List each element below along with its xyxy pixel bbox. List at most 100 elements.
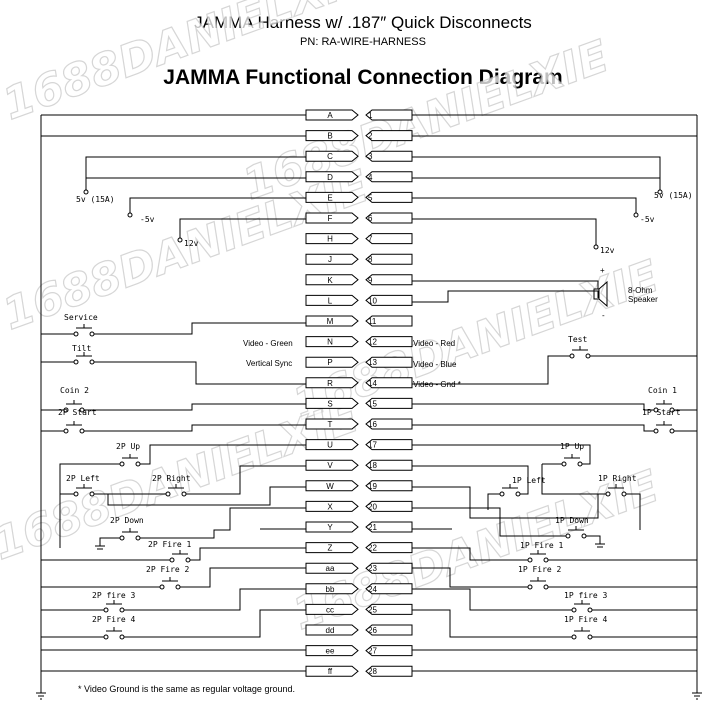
connector-pin-13: 13: [365, 356, 413, 368]
pin-label: Y: [327, 523, 333, 532]
connector-pin-ee: ee: [305, 645, 359, 657]
start2-label: 2P Start: [58, 408, 97, 417]
connector-pin-12: 12: [365, 336, 413, 348]
connector-pin-M: M: [305, 315, 359, 327]
pin-label: D: [327, 173, 333, 182]
connector-pin-26: 26: [365, 624, 413, 636]
pin-label: 27: [368, 647, 377, 656]
pin-label: 24: [368, 585, 377, 594]
left1-label: 1P Left: [512, 476, 546, 485]
connector-pin-V: V: [305, 459, 359, 471]
pin-label: M: [327, 317, 334, 326]
connector-pin-24: 24: [365, 583, 413, 595]
connector-pin-19: 19: [365, 480, 413, 492]
up2-label: 2P Up: [116, 442, 140, 451]
pin-label: aa: [326, 564, 335, 573]
label-5v-right: 5v (15A): [654, 191, 693, 200]
pin-label: 7: [368, 235, 373, 244]
connector-pin-W: W: [305, 480, 359, 492]
down2-label: 2P Down: [110, 516, 144, 525]
pin-label: bb: [326, 585, 335, 594]
pin-label: 11: [368, 317, 377, 326]
connector-pin-bb: bb: [305, 583, 359, 595]
pin-label: 14: [368, 379, 377, 388]
connector-pin-Y: Y: [305, 521, 359, 533]
watermark-text-3: 1688DANIELXIE: [0, 161, 375, 340]
pin-label: 8: [368, 255, 373, 264]
connector-pin-4: 4: [365, 171, 413, 183]
page-title: JAMMA Harness w/ .187″ Quick Disconnects: [194, 13, 532, 32]
fire2-1p-label: 1P Fire 2: [518, 565, 562, 574]
connector-pin-23: 23: [365, 562, 413, 574]
pin-label: P: [327, 358, 332, 367]
test-label: Test: [568, 335, 587, 344]
right1-label: 1P Right: [598, 474, 637, 483]
fire3-1p-label: 1P fire 3: [564, 591, 608, 600]
pin-label: 23: [368, 564, 377, 573]
speaker-label-2: Speaker: [628, 295, 658, 304]
pin-label: F: [328, 214, 333, 223]
video-red-label: Video - Red: [413, 339, 455, 348]
pin-label: ee: [326, 647, 335, 656]
connector-pin-6: 6: [365, 212, 413, 224]
pin-label: 4: [368, 173, 373, 182]
start1-label: 1P Start: [642, 408, 681, 417]
right-pin-column: 1234567891011121314151617181920212223242…: [365, 109, 413, 677]
pin-label: A: [327, 111, 333, 120]
connector-pin-B: B: [305, 130, 359, 142]
connector-pin-S: S: [305, 397, 359, 409]
connector-pin-15: 15: [365, 397, 413, 409]
connector-pin-22: 22: [365, 542, 413, 554]
connector-pin-L: L: [305, 294, 359, 306]
pin-label: U: [327, 441, 333, 450]
connector-pin-dd: dd: [305, 624, 359, 636]
connector-pin-C: C: [305, 150, 359, 162]
pin-label: B: [327, 132, 332, 141]
fire3-2p-label: 2P fire 3: [92, 591, 136, 600]
tilt-label: Tilt: [72, 344, 91, 353]
connector-pin-P: P: [305, 356, 359, 368]
connector-pin-J: J: [305, 253, 359, 265]
pin-label: 21: [368, 523, 377, 532]
connector-pin-9: 9: [365, 274, 413, 286]
part-number: PN: RA-WIRE-HARNESS: [300, 36, 426, 48]
pin-label: 26: [368, 626, 377, 635]
pin-label: 25: [368, 605, 377, 614]
connector-pin-X: X: [305, 500, 359, 512]
pin-label: 15: [368, 399, 377, 408]
connector-pin-28: 28: [365, 665, 413, 677]
up1-label: 1P Up: [560, 442, 584, 451]
pin-label: V: [327, 461, 333, 470]
connector-pin-3: 3: [365, 150, 413, 162]
connector-pin-T: T: [305, 418, 359, 430]
connector-pin-27: 27: [365, 645, 413, 657]
pin-label: dd: [326, 626, 335, 635]
connector-pin-U: U: [305, 439, 359, 451]
label-neg5v-left: -5v: [140, 215, 155, 224]
connector-pin-5: 5: [365, 191, 413, 203]
fire4-1p-label: 1P Fire 4: [564, 615, 608, 624]
connector-pin-1: 1: [365, 109, 413, 121]
pin-label: S: [327, 399, 332, 408]
pin-label: 13: [368, 358, 377, 367]
video-green-label: Video - Green: [243, 339, 293, 348]
pin-label: W: [326, 482, 334, 491]
connector-pin-R: R: [305, 377, 359, 389]
pin-label: 17: [368, 441, 377, 450]
connector-pin-20: 20: [365, 500, 413, 512]
pin-label: 16: [368, 420, 377, 429]
connector-pin-10: 10: [365, 294, 413, 306]
video-blue-label: Video - Blue: [413, 360, 457, 369]
pin-label: 10: [368, 296, 377, 305]
video-gnd-label: Video - Gnd *: [413, 380, 461, 389]
fire4-2p-label: 2P Fire 4: [92, 615, 136, 624]
speaker-label-1: 8-Ohm: [628, 286, 653, 295]
vertical-sync-label: Vertical Sync: [246, 359, 292, 368]
connector-pin-18: 18: [365, 459, 413, 471]
pin-label: T: [328, 420, 333, 429]
footnote: * Video Ground is the same as regular vo…: [78, 684, 295, 694]
connector-pin-ff: ff: [305, 665, 359, 677]
pin-label: 1: [368, 111, 373, 120]
connector-pin-A: A: [305, 109, 359, 121]
